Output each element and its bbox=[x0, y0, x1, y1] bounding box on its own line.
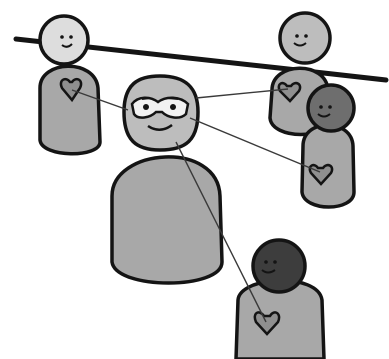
body bbox=[110, 155, 224, 285]
smile bbox=[147, 123, 173, 131]
eye-right bbox=[304, 34, 308, 38]
body bbox=[38, 64, 102, 156]
string-to-bottom bbox=[175, 141, 267, 323]
string-to-top-left bbox=[71, 89, 129, 111]
eye-right bbox=[170, 104, 176, 110]
smile bbox=[293, 42, 307, 47]
eye-right bbox=[328, 105, 332, 109]
figure-right-dark bbox=[300, 83, 356, 209]
eye-left bbox=[319, 105, 323, 109]
smile bbox=[61, 43, 73, 48]
mask-icon bbox=[130, 96, 190, 119]
eye-left bbox=[295, 34, 299, 38]
string-to-right bbox=[189, 117, 321, 173]
head bbox=[278, 11, 332, 65]
eye-right bbox=[273, 260, 277, 264]
heart-icon bbox=[253, 311, 281, 336]
eye-right bbox=[69, 35, 73, 39]
connecting-strings bbox=[71, 88, 321, 323]
head bbox=[38, 14, 90, 66]
figure-center-masked bbox=[110, 74, 224, 285]
smile bbox=[261, 269, 276, 274]
eye-left bbox=[60, 35, 64, 39]
brow-left bbox=[141, 97, 151, 100]
figure-top-left bbox=[38, 14, 102, 156]
eye-left bbox=[143, 104, 149, 110]
string-to-top-right bbox=[195, 88, 289, 99]
smile bbox=[317, 113, 331, 118]
eye-left bbox=[264, 260, 268, 264]
brow-right bbox=[167, 97, 179, 100]
heart-icon bbox=[59, 77, 83, 103]
heart-icon bbox=[277, 81, 302, 103]
figure-bottom-dark bbox=[234, 238, 326, 359]
head bbox=[251, 238, 307, 294]
